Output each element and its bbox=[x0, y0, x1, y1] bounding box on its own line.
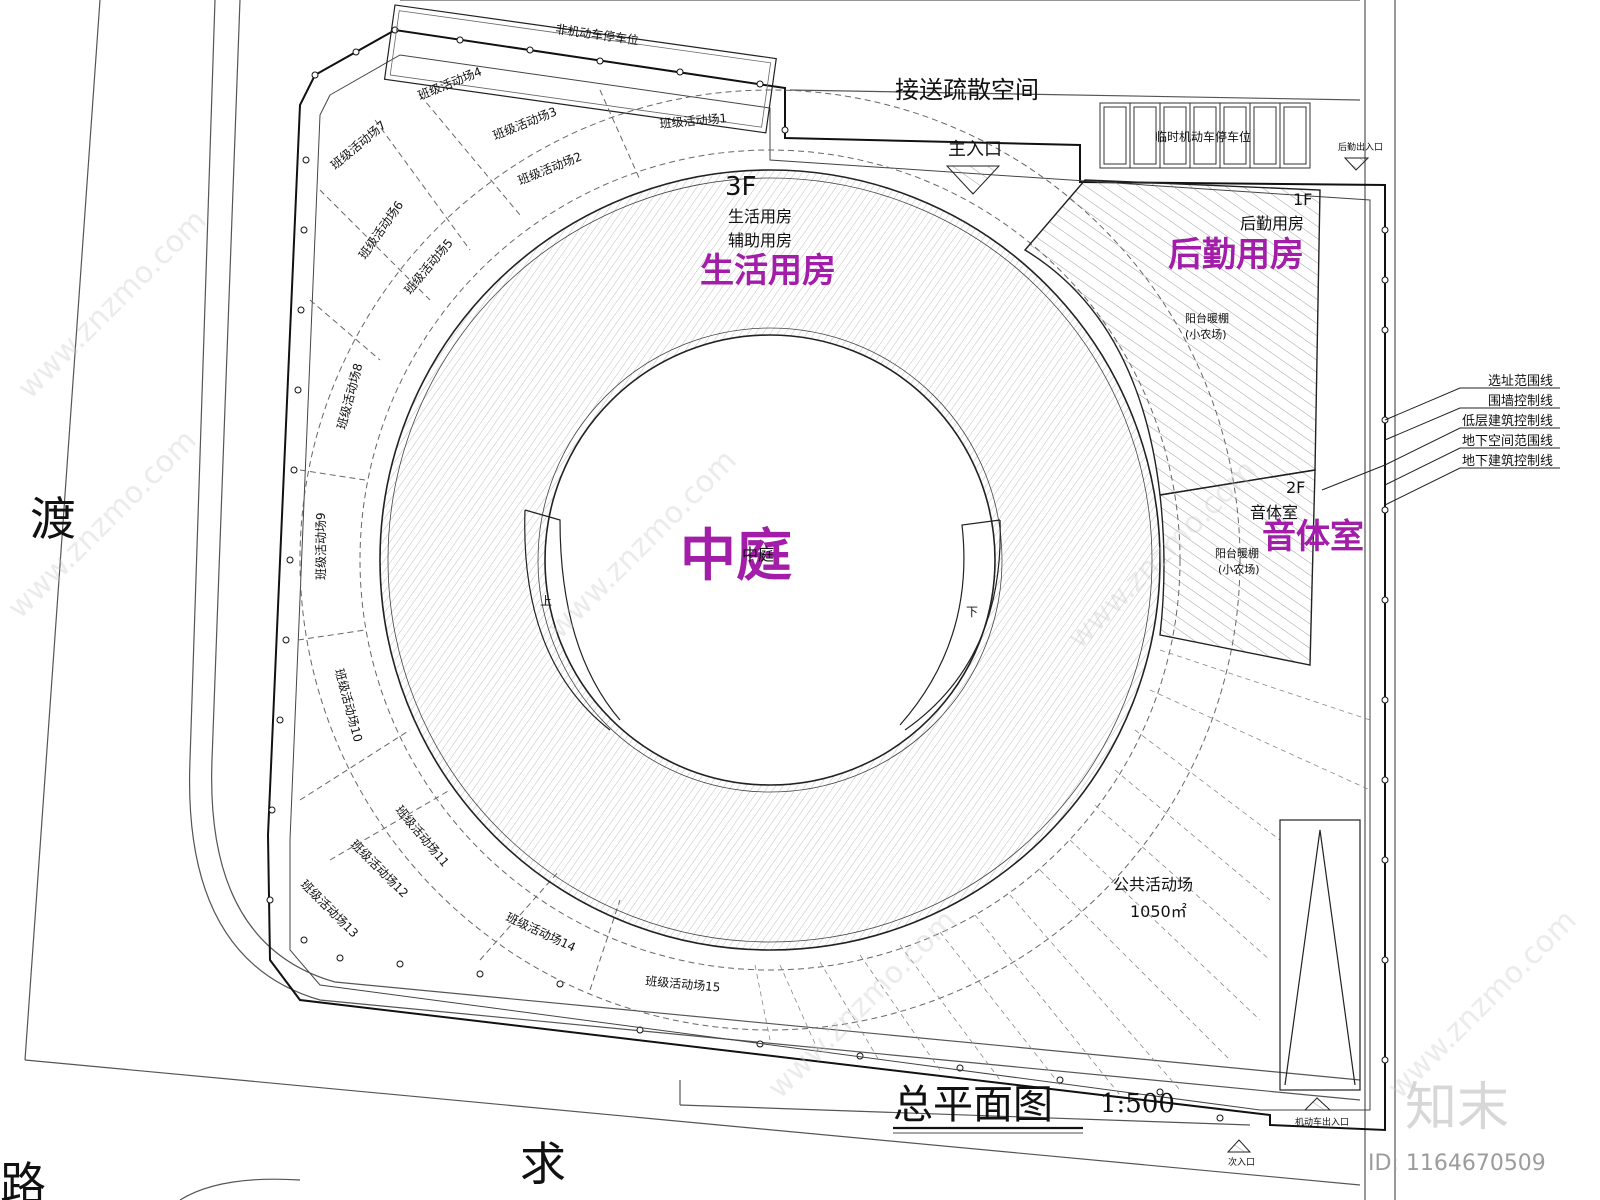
courtyard-small-label: 中庭 bbox=[742, 545, 774, 564]
class-yard-12-label: 班级活动场12 bbox=[348, 837, 411, 900]
living-line1-label: 生活用房 bbox=[728, 207, 792, 226]
bike-parking-label: 非机动车停车位 bbox=[555, 21, 640, 48]
logistics-entrance-arrow bbox=[1343, 157, 1370, 171]
pickup-space-label: 接送疏散空间 bbox=[895, 76, 1039, 104]
vehicle-entrance-label: 机动车出入口 bbox=[1295, 1116, 1349, 1128]
watermark-text: www.znzmo.com bbox=[11, 203, 214, 406]
class-yard-10-label: 班级活动场10 bbox=[332, 667, 365, 743]
bike-parking-inner bbox=[389, 10, 772, 128]
class-yard-4-label: 班级活动场4 bbox=[416, 64, 484, 102]
ring-building-outer-edge bbox=[387, 177, 1153, 943]
class-yard-5-label: 班级活动场5 bbox=[402, 236, 456, 297]
secondary-entrance-arrow bbox=[1226, 1139, 1252, 1153]
logistics-entrance-label: 后勤出入口 bbox=[1338, 141, 1383, 153]
logistics-floor-label: 1F bbox=[1293, 190, 1312, 209]
legend-item-low-rise-control: 低层建筑控制线 bbox=[1462, 413, 1553, 429]
class-yard-9-label: 班级活动场9 bbox=[314, 512, 328, 580]
bike-parking-area bbox=[383, 4, 777, 134]
living-floor-label: 3F bbox=[725, 172, 757, 202]
vehicle-entrance-arrow bbox=[1303, 1097, 1332, 1111]
class-yard-13-label: 班级活动场13 bbox=[298, 877, 361, 940]
logistics-greenhouse-label: 阳台暖棚 bbox=[1185, 311, 1229, 325]
legend-item-wall-control: 围墙控制线 bbox=[1488, 394, 1553, 409]
legend-item-underground-range: 地下空间范围线 bbox=[1462, 434, 1553, 449]
secondary-entrance-label: 次入口 bbox=[1228, 1156, 1255, 1168]
legend-leaders bbox=[1321, 387, 1560, 506]
music-building bbox=[1159, 469, 1316, 666]
music-floor-label: 2F bbox=[1286, 478, 1305, 497]
music-big-label: 音体室 bbox=[1262, 517, 1364, 557]
class-yard-3-label: 班级活动场3 bbox=[491, 104, 559, 142]
temp-parking-stalls bbox=[1099, 102, 1311, 169]
courtyard-ramps bbox=[524, 509, 1001, 731]
drawing-scale: 1:500 bbox=[1100, 1089, 1175, 1119]
class-yard-15-label: 班级活动场15 bbox=[645, 974, 721, 995]
brand-logo: 知末 bbox=[1405, 1078, 1509, 1138]
public-yard-rays bbox=[754, 649, 1371, 1096]
public-yard-name: 公共活动场 bbox=[1113, 875, 1193, 894]
road-label-bottom-a: 求 bbox=[520, 1137, 566, 1191]
main-entrance-arrow bbox=[945, 165, 1001, 195]
watermark-text: www.znzmo.com bbox=[1381, 903, 1584, 1106]
site-boundary bbox=[266, 28, 1386, 1132]
class-yard-1-label: 班级活动场1 bbox=[659, 111, 728, 131]
road-label-left-a: 渡 bbox=[30, 492, 76, 546]
legend: 选址范围线 围墙控制线 低层建筑控制线 地下空间范围线 地下建筑控制线 bbox=[1462, 374, 1553, 469]
drawing-title: 总平面图 bbox=[893, 1082, 1053, 1128]
main-entrance-label: 主入口 bbox=[948, 139, 1002, 160]
class-yard-2-label: 班级活动场2 bbox=[516, 149, 584, 187]
road-label-left-b: 路 bbox=[0, 1157, 46, 1200]
living-big-label: 生活用房 bbox=[700, 251, 836, 291]
music-line1-label: 音体室 bbox=[1250, 503, 1298, 522]
class-yard-7-label: 班级活动场7 bbox=[328, 118, 389, 172]
music-farm-label: (小农场) bbox=[1218, 562, 1260, 576]
logistics-big-label: 后勤用房 bbox=[1168, 235, 1304, 275]
ramp-down-label: 下 bbox=[966, 605, 978, 619]
ramp-up-label: 上 bbox=[540, 594, 552, 608]
logistics-line1-label: 后勤用房 bbox=[1240, 214, 1304, 233]
courtyard-inner-edge bbox=[537, 327, 1003, 793]
music-greenhouse-label: 阳台暖棚 bbox=[1215, 546, 1259, 560]
class-yard-14-label: 班级活动场14 bbox=[504, 910, 578, 955]
entrance-markers bbox=[945, 157, 1370, 1153]
courtyard-circle bbox=[544, 334, 996, 786]
class-yard-6-label: 班级活动场6 bbox=[356, 198, 406, 261]
image-id-text: ID: 1164670509 bbox=[1368, 1151, 1546, 1176]
logistics-farm-label: (小农场) bbox=[1185, 327, 1227, 341]
class-yard-8-label: 班级活动场8 bbox=[334, 362, 365, 431]
legend-item-underground-control: 地下建筑控制线 bbox=[1462, 453, 1553, 469]
temp-parking-label: 临时机动车停车位 bbox=[1155, 129, 1251, 144]
class-yard-11-label: 班级活动场11 bbox=[393, 803, 452, 870]
courtyard-big-label: 中庭 bbox=[680, 524, 792, 589]
legend-item-site-range: 选址范围线 bbox=[1488, 374, 1553, 389]
public-yard-area: 1050㎡ bbox=[1130, 902, 1187, 921]
title-underline bbox=[893, 1126, 1083, 1134]
vehicle-ramp bbox=[1279, 819, 1361, 1091]
living-line2-label: 辅助用房 bbox=[728, 231, 792, 250]
